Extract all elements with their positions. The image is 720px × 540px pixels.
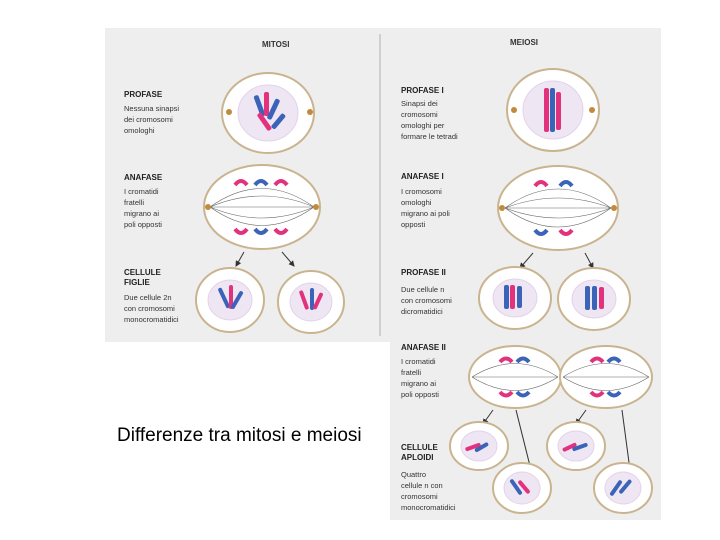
meiosis-prophase2-desc-3: dicromatidici — [401, 307, 443, 316]
mitosis-anaphase-cell — [203, 164, 321, 250]
mitosis-daughter-label-2: FIGLIE — [124, 278, 150, 287]
mitosis-prophase-label: PROFASE — [124, 90, 163, 99]
meiosis-prophase2-cell-right — [557, 267, 631, 331]
meiosis-prophase2-cell-left — [478, 266, 552, 330]
meiosis-arrow-1-right — [584, 252, 594, 269]
mitosis-anaphase-label: ANAFASE — [124, 173, 163, 182]
mitosis-anaphase-desc-4: poli opposti — [124, 220, 162, 229]
mitosis-daughter-desc-2: con cromosomi — [124, 304, 175, 313]
meiosis-anaphase1-desc-1: I cromosomi — [401, 187, 442, 196]
mitosis-daughter-desc-1: Due cellule 2n — [124, 293, 172, 302]
meiosis-anaphase1-desc-2: omologhi — [401, 198, 432, 207]
meiosis-anaphase2-label: ANAFASE II — [401, 343, 446, 352]
mitosis-anaphase-desc-1: I cromatidi — [124, 187, 159, 196]
slide-caption: Differenze tra mitosi e meiosi — [117, 425, 362, 446]
meiosis-haploid-cell-1 — [449, 421, 509, 471]
meiosis-anaphase2-cell-right — [559, 345, 653, 409]
meiosis-prophase2-desc-2: con cromosomi — [401, 296, 452, 305]
mitosis-anaphase-desc-3: migrano ai — [124, 209, 159, 218]
mitosis-daughter-desc-3: monocromatidici — [124, 315, 179, 324]
mitosis-prophase-desc-3: omologhi — [124, 126, 155, 135]
meiosis-arrow-2b — [515, 409, 533, 471]
mitosis-daughter-label-1: CELLULE — [124, 268, 162, 277]
meiosis-anaphase2-desc-3: migrano ai — [401, 379, 436, 388]
meiosis-prophase1-label: PROFASE I — [401, 86, 444, 95]
meiosis-haploid-desc-1: Quattro — [401, 470, 426, 479]
meiosis-anaphase2-desc-2: fratelli — [401, 368, 421, 377]
mitosis-prophase-cell — [221, 72, 315, 154]
meiosis-prophase1-desc-1: Sinapsi dei — [401, 99, 438, 108]
mitosis-arrow-right — [281, 251, 295, 267]
meiosis-prophase2-desc-1: Due cellule n — [401, 285, 444, 294]
meiosis-arrow-1-left — [519, 252, 534, 269]
mitosis-anaphase-desc-2: fratelli — [124, 198, 144, 207]
meiosis-anaphase1-label: ANAFASE I — [401, 172, 444, 181]
mitosis-daughter-cell-left — [195, 267, 265, 333]
meiosis-anaphase2-desc-4: poli opposti — [401, 390, 439, 399]
meiosis-header: MEIOSI — [510, 38, 538, 47]
meiosis-haploid-cell-2 — [492, 462, 552, 514]
meiosis-anaphase1-desc-3: migrano ai poli — [401, 209, 450, 218]
meiosis-haploid-cell-4 — [593, 462, 653, 514]
meiosis-anaphase2-desc-1: I cromatidi — [401, 357, 436, 366]
meiosis-prophase1-desc-3: omologhi per — [401, 121, 445, 130]
meiosis-haploid-desc-2: cellule n con — [401, 481, 443, 490]
meiosis-haploid-label-1: CELLULE — [401, 443, 439, 452]
mitosis-arrow-left — [235, 251, 245, 267]
mitosis-header: MITOSI — [262, 40, 289, 49]
meiosis-haploid-desc-3: cromosomi — [401, 492, 438, 501]
mitosis-prophase-desc-1: Nessuna sinapsi — [124, 104, 179, 113]
mitosis-prophase-desc-2: dei cromosomi — [124, 115, 173, 124]
meiosis-prophase1-cell — [506, 68, 600, 152]
meiosis-prophase1-desc-4: formare le tetradi — [401, 132, 458, 141]
meiosis-anaphase1-cell — [497, 165, 619, 251]
mitosis-daughter-cell-right — [277, 270, 345, 334]
meiosis-haploid-label-2: APLOIDI — [401, 453, 433, 462]
meiosis-prophase1-desc-2: cromosomi — [401, 110, 438, 119]
meiosis-haploid-desc-4: monocromatidici — [401, 503, 456, 512]
meiosis-anaphase1-desc-4: opposti — [401, 220, 426, 229]
meiosis-haploid-cell-3 — [546, 421, 606, 471]
meiosis-anaphase2-cell-left — [468, 345, 562, 409]
meiosis-arrow-2d — [621, 409, 633, 471]
meiosis-prophase2-label: PROFASE II — [401, 268, 446, 277]
